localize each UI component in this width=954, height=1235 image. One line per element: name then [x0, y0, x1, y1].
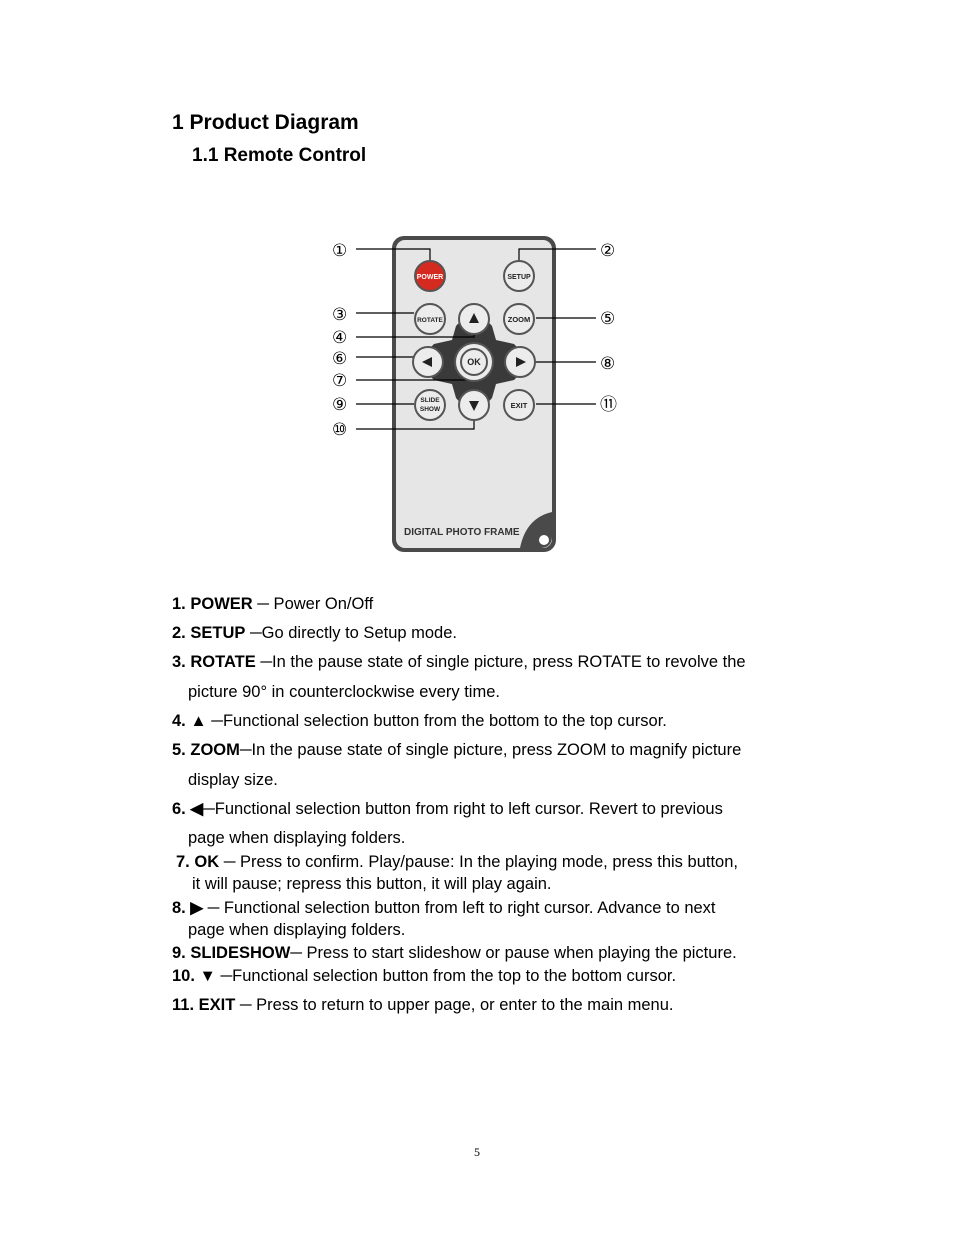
section-heading: 1 Product Diagram [172, 111, 359, 134]
item-number: 11. [172, 996, 195, 1014]
item-desc: ─In the pause state of single picture, p… [255, 653, 746, 671]
item-number: 6. [172, 800, 186, 818]
list-item-ok-cont: it will pause; repress this button, it w… [192, 875, 552, 893]
list-item-setup: 2. SETUP ─Go directly to Setup mode. [172, 622, 782, 644]
setup-button [503, 260, 535, 292]
item-number: 7. [176, 853, 190, 871]
power-label: POWER [417, 274, 443, 281]
item-desc: ─Functional selection button from the to… [215, 967, 677, 985]
exit-button [503, 389, 535, 421]
list-item-right: 8. ▶ ─ Functional selection button from … [172, 897, 782, 919]
callout-3: ③ [332, 305, 347, 324]
item-desc: ─ Press to confirm. Play/pause: In the p… [219, 853, 738, 871]
power-button [414, 260, 446, 292]
list-item-zoom-cont: display size. [188, 771, 278, 789]
item-number: 5. [172, 741, 186, 759]
item-number: 9. [172, 944, 186, 962]
slideshow-label-2: SHOW [420, 406, 441, 413]
item-name: ▼ [199, 967, 216, 985]
slideshow-button [414, 389, 446, 421]
item-number: 3. [172, 653, 186, 671]
item-number: 4. [172, 712, 186, 730]
left-arrow-icon [422, 357, 432, 367]
callout-11: ⑪ [600, 395, 617, 414]
item-name: EXIT [198, 996, 236, 1014]
item-name: ▶ [190, 899, 204, 917]
item-name: ▲ [190, 712, 207, 730]
item-number: 1. [172, 595, 186, 613]
setup-label: SETUP [507, 274, 531, 281]
item-name: ◀ [190, 800, 204, 818]
callout-8: ⑧ [600, 354, 615, 373]
led-dot [539, 535, 549, 545]
callout-10: ⑩ [332, 420, 347, 439]
down-arrow-icon [469, 401, 479, 411]
item-desc: ─Go directly to Setup mode. [245, 624, 457, 642]
item-name: ZOOM [190, 741, 240, 759]
subsection-heading: 1.1 Remote Control [192, 145, 367, 166]
item-number: 10. [172, 967, 195, 985]
rotate-button [414, 303, 446, 335]
item-desc: ─Functional selection button from the bo… [206, 712, 667, 730]
item-desc: ─ Press to start slideshow or pause when… [290, 944, 737, 962]
callout-2: ② [600, 241, 615, 260]
list-item-zoom: 5. ZOOM─In the pause state of single pic… [172, 739, 782, 761]
list-item-exit: 11. EXIT ─ Press to return to upper page… [172, 994, 782, 1016]
list-item-left-cont: page when displaying folders. [188, 829, 406, 847]
rotate-label: ROTATE [417, 317, 443, 324]
callout-5: ⑤ [600, 309, 615, 328]
list-item-power: 1. POWER ─ Power On/Off [172, 593, 782, 615]
page-number: 5 [474, 1145, 480, 1159]
item-desc: ─In the pause state of single picture, p… [239, 741, 742, 759]
item-number: 8. [172, 899, 186, 917]
callout-6: ⑥ [332, 349, 347, 368]
callout-4: ④ [332, 328, 347, 347]
list-item-rotate: 3. ROTATE ─In the pause state of single … [172, 651, 782, 673]
item-desc: ─ Press to return to upper page, or ente… [235, 996, 674, 1014]
item-name: SLIDESHOW [190, 944, 291, 962]
item-name: POWER [190, 595, 253, 613]
zoom-label: ZOOM [508, 315, 531, 324]
item-desc: ─ Power On/Off [252, 595, 374, 613]
slideshow-label-1: SLIDE [420, 397, 440, 404]
exit-label: EXIT [511, 401, 528, 410]
zoom-button [503, 303, 535, 335]
list-item-left: 6. ◀─Functional selection button from ri… [172, 798, 782, 820]
ok-button [460, 348, 488, 376]
remote-control-diagram: ① ② ③ ④ ⑤ ⑥ ⑦ ⑧ ⑨ ⑩ ⑪ POWER SETUP ROTA [332, 236, 617, 552]
right-arrow-icon [516, 357, 526, 367]
list-item-rotate-cont: picture 90° in counterclockwise every ti… [188, 683, 500, 701]
ok-label: OK [467, 357, 481, 367]
list-item-right-cont: page when displaying folders. [188, 921, 406, 939]
brand-text: DIGITAL PHOTO FRAME [404, 527, 520, 538]
list-item-ok: 7. OK ─ Press to confirm. Play/pause: In… [176, 851, 786, 873]
list-item-down: 10. ▼ ─Functional selection button from … [172, 965, 782, 987]
item-desc: ─Functional selection button from right … [203, 800, 723, 818]
list-item-up: 4. ▲ ─Functional selection button from t… [172, 710, 782, 732]
callout-1: ① [332, 241, 347, 260]
item-name: ROTATE [190, 653, 256, 671]
item-name: OK [194, 853, 220, 871]
item-desc: ─ Functional selection button from left … [203, 899, 716, 917]
up-arrow-icon [469, 313, 479, 323]
item-name: SETUP [190, 624, 246, 642]
list-item-slideshow: 9. SLIDESHOW─ Press to start slideshow o… [172, 942, 782, 964]
item-number: 2. [172, 624, 186, 642]
callout-9: ⑨ [332, 395, 347, 414]
callout-7: ⑦ [332, 371, 347, 390]
